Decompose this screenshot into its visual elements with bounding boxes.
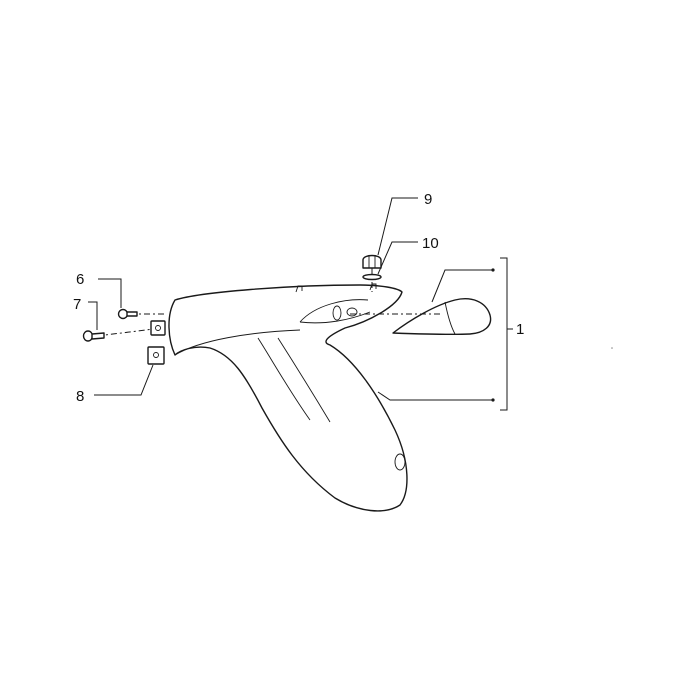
callout-8: 8 bbox=[76, 388, 84, 405]
clip-upper bbox=[150, 320, 166, 336]
washer-10 bbox=[362, 273, 382, 281]
callout-9: 9 bbox=[424, 191, 432, 208]
clip-8 bbox=[147, 346, 165, 365]
callout-6: 6 bbox=[76, 271, 84, 288]
scan-speck bbox=[611, 347, 613, 349]
callout-10: 10 bbox=[422, 235, 439, 252]
screw-7 bbox=[82, 330, 105, 342]
fender-insert bbox=[392, 298, 492, 336]
screw-6 bbox=[117, 308, 138, 320]
cap-nut-9 bbox=[362, 254, 382, 269]
callout-1: 1 bbox=[516, 321, 524, 338]
callout-7: 7 bbox=[73, 296, 81, 313]
front-fender bbox=[168, 283, 408, 512]
leader-lines bbox=[88, 197, 513, 411]
